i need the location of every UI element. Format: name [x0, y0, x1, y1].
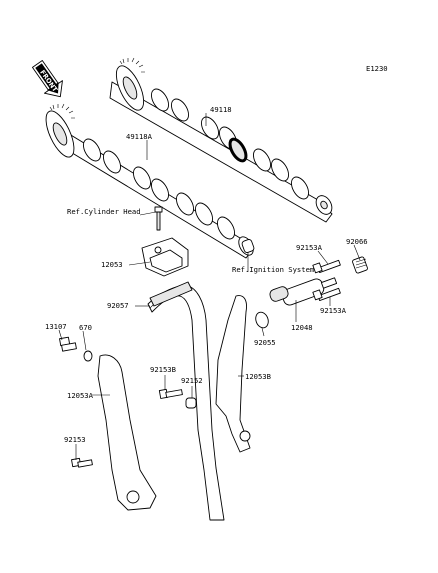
part-labels: 49118 49118A Ref.Cylinder Head 12053 Ref… — [45, 105, 368, 444]
diagram-code: E1230 — [366, 64, 388, 73]
label-12053: 12053 — [101, 260, 123, 269]
cam-chain — [147, 281, 225, 521]
collar-92152 — [185, 397, 197, 409]
chain-guide-right — [215, 295, 251, 453]
label-92153b: 92153B — [150, 365, 176, 374]
chain-guide-upper — [141, 237, 189, 277]
label-12053a: 12053A — [67, 391, 94, 400]
camshaft-exhaust — [109, 57, 333, 223]
label-ref-ignition-system: Ref.Ignition System — [232, 265, 314, 274]
chain-tensioner — [269, 277, 338, 306]
label-49118a: 49118A — [126, 132, 153, 141]
label-92153a-top: 92153A — [296, 243, 323, 252]
label-92055: 92055 — [254, 338, 276, 347]
leader-lines — [58, 113, 361, 460]
label-670: 670 — [79, 323, 92, 332]
chain-guide-left — [97, 354, 157, 511]
label-12048: 12048 — [291, 323, 313, 332]
bolt-92153 — [71, 457, 93, 468]
ignition-rotor — [241, 239, 255, 253]
front-arrow-icon: FRONT — [32, 60, 63, 98]
label-12053b: 12053B — [245, 372, 271, 381]
bolt-92153a-top — [312, 259, 341, 274]
o-ring-92055 — [255, 311, 269, 329]
label-92152: 92152 — [181, 376, 203, 385]
label-92066: 92066 — [346, 237, 368, 246]
label-49118: 49118 — [210, 105, 232, 114]
tensioner-cap — [352, 256, 368, 274]
o-ring-670 — [83, 350, 93, 362]
label-92153a-right: 92153A — [320, 306, 347, 315]
bolt-92153b — [158, 388, 183, 399]
label-13107: 13107 — [45, 322, 67, 331]
label-92153: 92153 — [64, 435, 86, 444]
guide-bolt — [154, 206, 163, 231]
bolt-92153a-right — [312, 287, 341, 302]
label-ref-cylinder-head: Ref.Cylinder Head — [67, 207, 141, 216]
label-92057: 92057 — [107, 301, 129, 310]
